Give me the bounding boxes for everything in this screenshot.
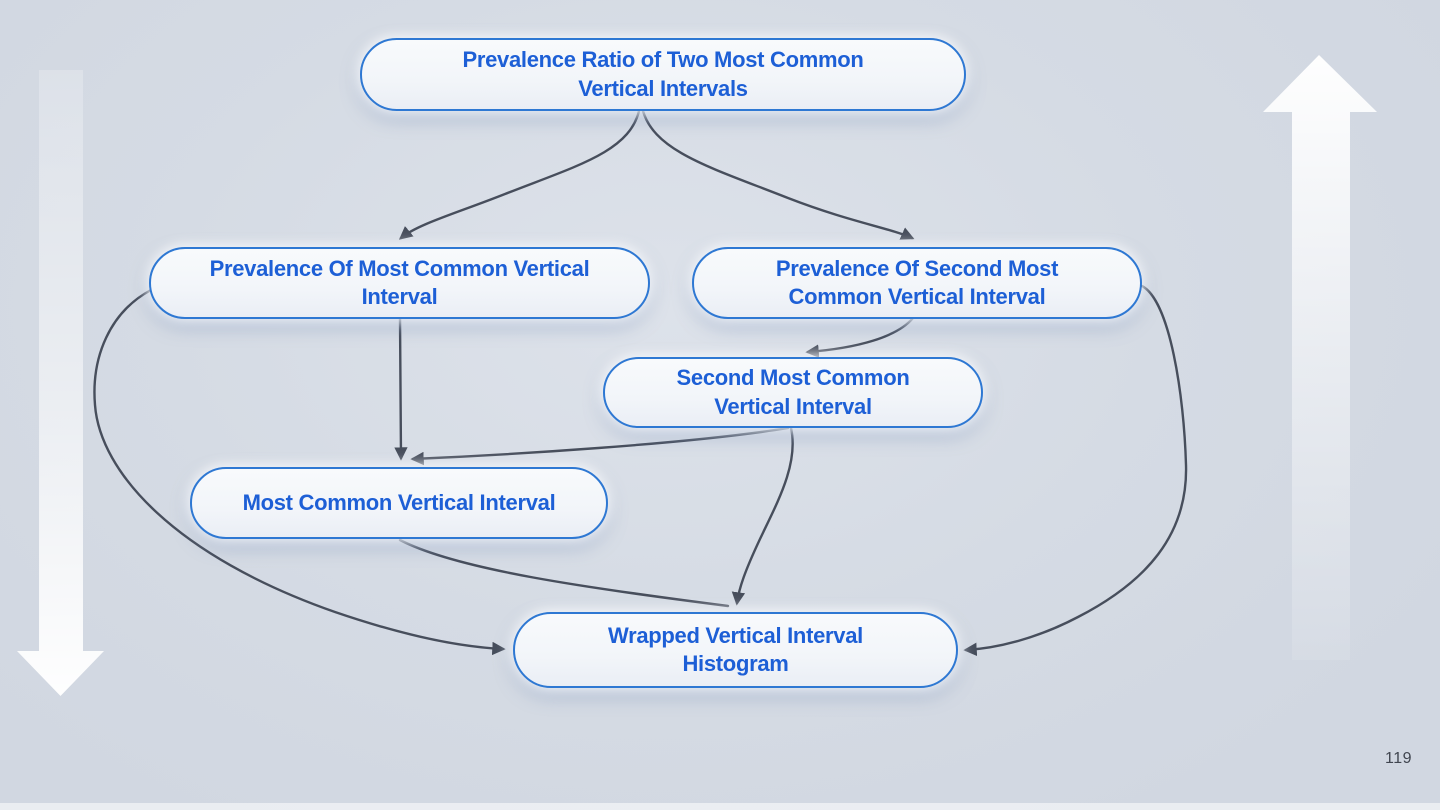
edge-second-interval-to-most-interval [410, 426, 790, 466]
bottom-edge-highlight [0, 803, 1440, 810]
node-label: Prevalence Of Most Common Vertical Inter… [209, 255, 590, 309]
node-label: Prevalence Ratio of Two Most Common Vert… [462, 47, 864, 101]
node-prevalence-second-most-common: Prevalence Of Second Most Common Vertica… [692, 247, 1142, 319]
node-label: Most Common Vertical Interval [242, 489, 556, 515]
edge-prev-second-to-second-interval [805, 316, 915, 358]
down-arrow-icon [17, 70, 104, 696]
page-number: 119 [1384, 750, 1412, 767]
edge-ratio-to-prev-second [641, 109, 915, 240]
node-second-most-common-interval: Second Most Common Vertical Interval [603, 357, 983, 428]
node-wrapped-histogram: Wrapped Vertical Interval Histogram [513, 612, 958, 688]
up-arrow-icon [1263, 55, 1377, 660]
node-label: Second Most Common Vertical Interval [676, 365, 910, 419]
node-prevalence-ratio: Prevalence Ratio of Two Most Common Vert… [360, 38, 966, 111]
edge-prev-second-to-histogram [963, 284, 1188, 657]
edge-second-interval-to-histogram [731, 426, 794, 606]
node-label: Prevalence Of Second Most Common Vertica… [775, 255, 1059, 309]
edge-ratio-to-prev-most [398, 109, 641, 240]
node-label: Wrapped Vertical Interval Histogram [608, 622, 863, 676]
edge-most-interval-to-histogram [398, 538, 730, 608]
node-most-common-interval: Most Common Vertical Interval [190, 467, 608, 539]
edge-prev-most-to-most-interval [394, 316, 408, 461]
node-prevalence-most-common: Prevalence Of Most Common Vertical Inter… [149, 247, 650, 319]
